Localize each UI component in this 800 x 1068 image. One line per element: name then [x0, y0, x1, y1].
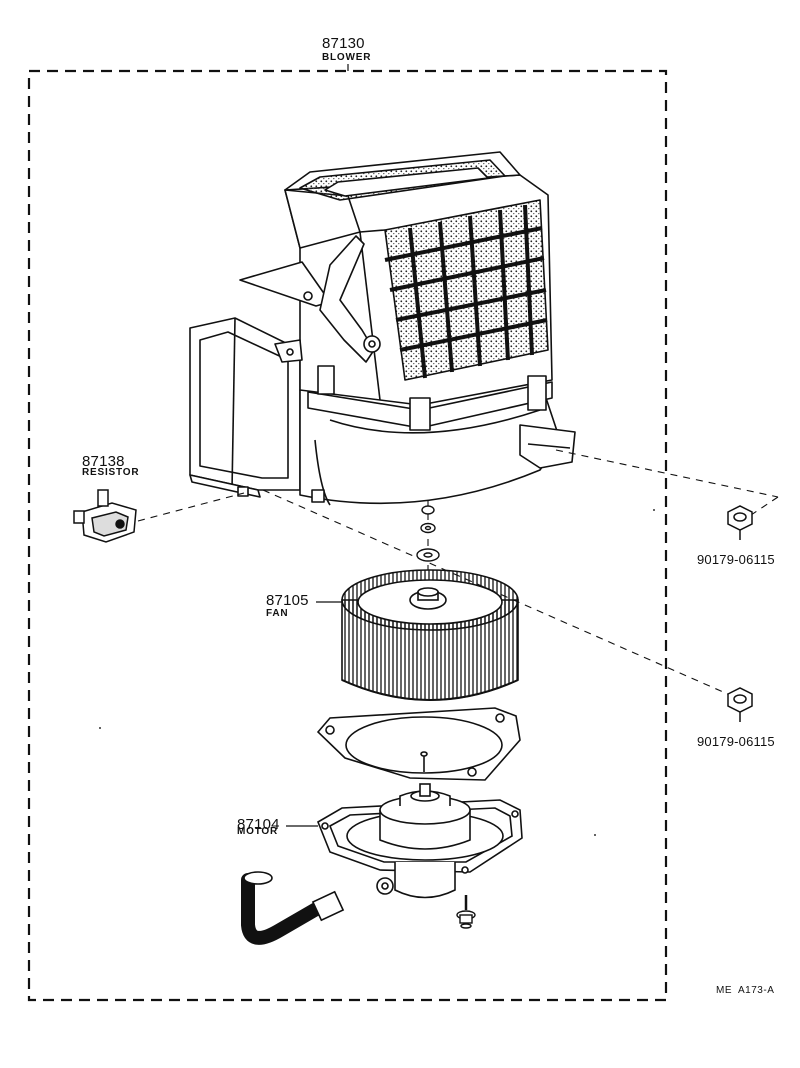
washer-stack — [416, 505, 440, 562]
motor-part — [317, 783, 523, 899]
gasket-plate — [316, 707, 521, 781]
nut-upper-part-number: 90179-06115 — [697, 552, 775, 567]
nut-lower-part-number: 90179-06115 — [697, 734, 775, 749]
fan-part-name: FAN — [266, 608, 289, 619]
nut-lower — [727, 687, 753, 722]
assembly-part-name: BLOWER — [322, 52, 372, 63]
resistor-part — [73, 489, 137, 543]
motor-part-name: MOTOR — [237, 826, 279, 837]
resistor-part-name: RESISTOR — [82, 467, 140, 478]
assembly-boundary — [27, 69, 668, 1002]
fan-part — [341, 569, 519, 701]
nut-upper — [727, 505, 753, 540]
print-specks — [99, 509, 655, 836]
drawing-code: ME A173-A — [716, 985, 775, 996]
blower-case — [189, 151, 576, 506]
resistor-part-number: 87138 — [82, 453, 125, 470]
motor-part-number: 87104 — [237, 816, 280, 833]
assembly-part-number: 87130 — [322, 35, 365, 52]
screw-part — [456, 895, 476, 929]
fan-part-number: 87105 — [266, 592, 309, 609]
drain-hose — [241, 871, 345, 945]
